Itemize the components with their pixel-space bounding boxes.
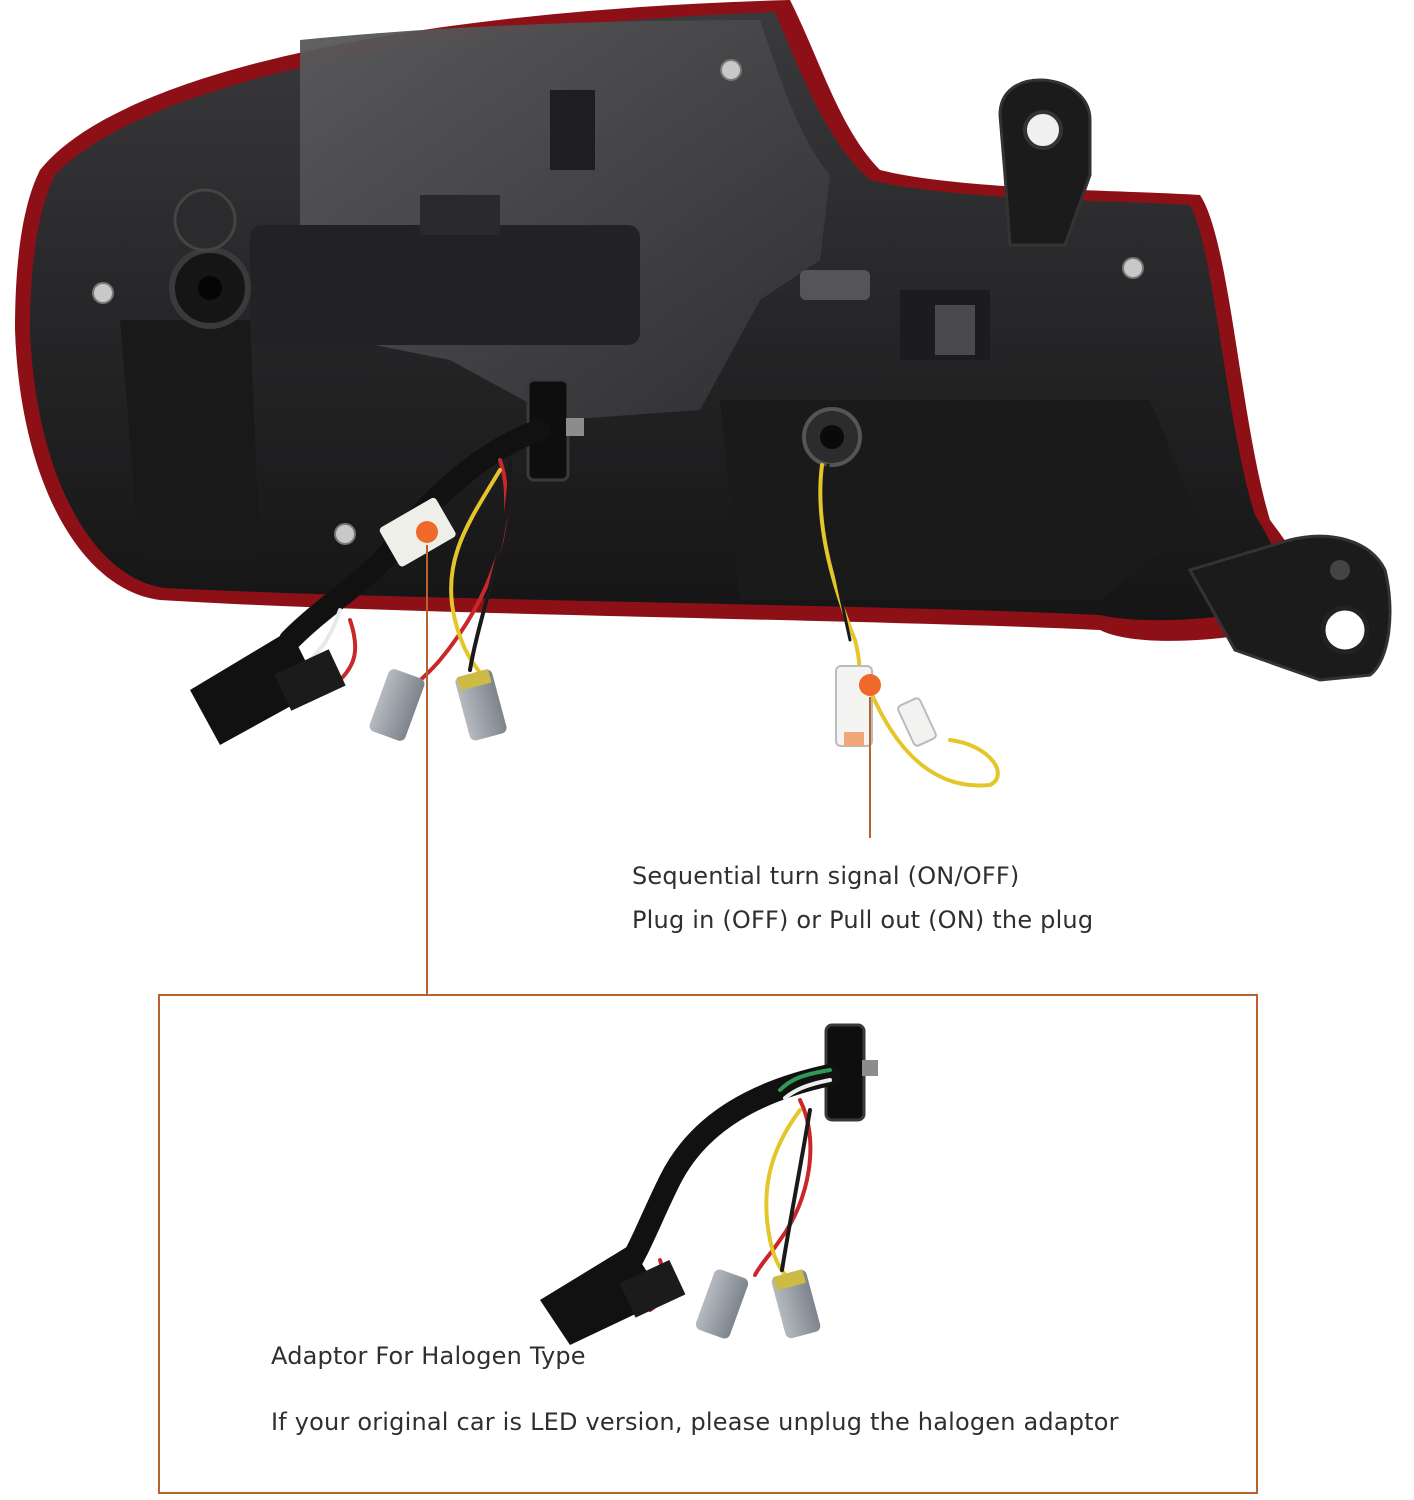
housing-rib — [420, 195, 500, 235]
screw-icon — [720, 59, 742, 81]
adaptor-inset-box — [158, 994, 1258, 1494]
wire-black — [825, 463, 852, 642]
wire-white — [783, 1078, 832, 1100]
tail-light-assembly — [15, 0, 1392, 682]
wire-black — [780, 1108, 812, 1272]
callout-lines — [416, 521, 881, 995]
orange-dot-icon — [416, 521, 438, 543]
white-plug-tab — [844, 732, 864, 746]
white-socket — [897, 697, 937, 747]
connector-latch — [566, 418, 584, 436]
harness-sheath — [609, 1064, 841, 1291]
housing-rib — [720, 400, 1200, 600]
screw-icon — [334, 523, 356, 545]
bracket-hole — [1023, 110, 1063, 150]
adaptor-instruction: If your original car is LED version, ple… — [271, 1408, 1119, 1436]
wire-yellow — [868, 688, 1000, 788]
wire-red — [338, 618, 358, 682]
bracket-hole — [1320, 605, 1370, 655]
vent-hub — [173, 188, 237, 252]
mounting-grommet-hole — [198, 276, 222, 300]
black-plug — [190, 630, 320, 745]
black-plug-collar — [619, 1259, 686, 1318]
housing-rib — [800, 270, 870, 300]
housing-rib — [550, 90, 595, 170]
halogen-adaptor — [540, 1023, 878, 1345]
orange-dot-icon — [859, 674, 881, 696]
grey-plug — [695, 1269, 749, 1339]
wire-black — [468, 458, 512, 672]
black-plug-collar — [274, 649, 346, 711]
screw-icon — [92, 282, 114, 304]
bracket-stud — [1330, 560, 1350, 580]
grey-plug-collar — [457, 668, 492, 691]
turn-signal-grommet-core — [820, 425, 844, 449]
housing-rib — [250, 225, 640, 345]
screw-icon — [1122, 257, 1144, 279]
housing-rib — [935, 305, 975, 355]
connector-latch — [862, 1060, 878, 1076]
housing-rib — [120, 320, 260, 560]
adaptor-title: Adaptor For Halogen Type — [271, 1342, 586, 1370]
grey-plug — [369, 669, 425, 741]
installed-harness — [190, 419, 551, 745]
sequential-turn-signal-title: Sequential turn signal (ON/OFF) — [632, 862, 1020, 890]
wire-yellow — [449, 468, 502, 682]
black-plug — [540, 1245, 665, 1345]
top-mount-bracket — [998, 78, 1092, 247]
wire-green — [778, 1068, 832, 1092]
sequential-turn-signal-instruction: Plug in (OFF) or Pull out (ON) the plug — [632, 906, 1094, 934]
grey-plug-collar — [773, 1269, 806, 1291]
